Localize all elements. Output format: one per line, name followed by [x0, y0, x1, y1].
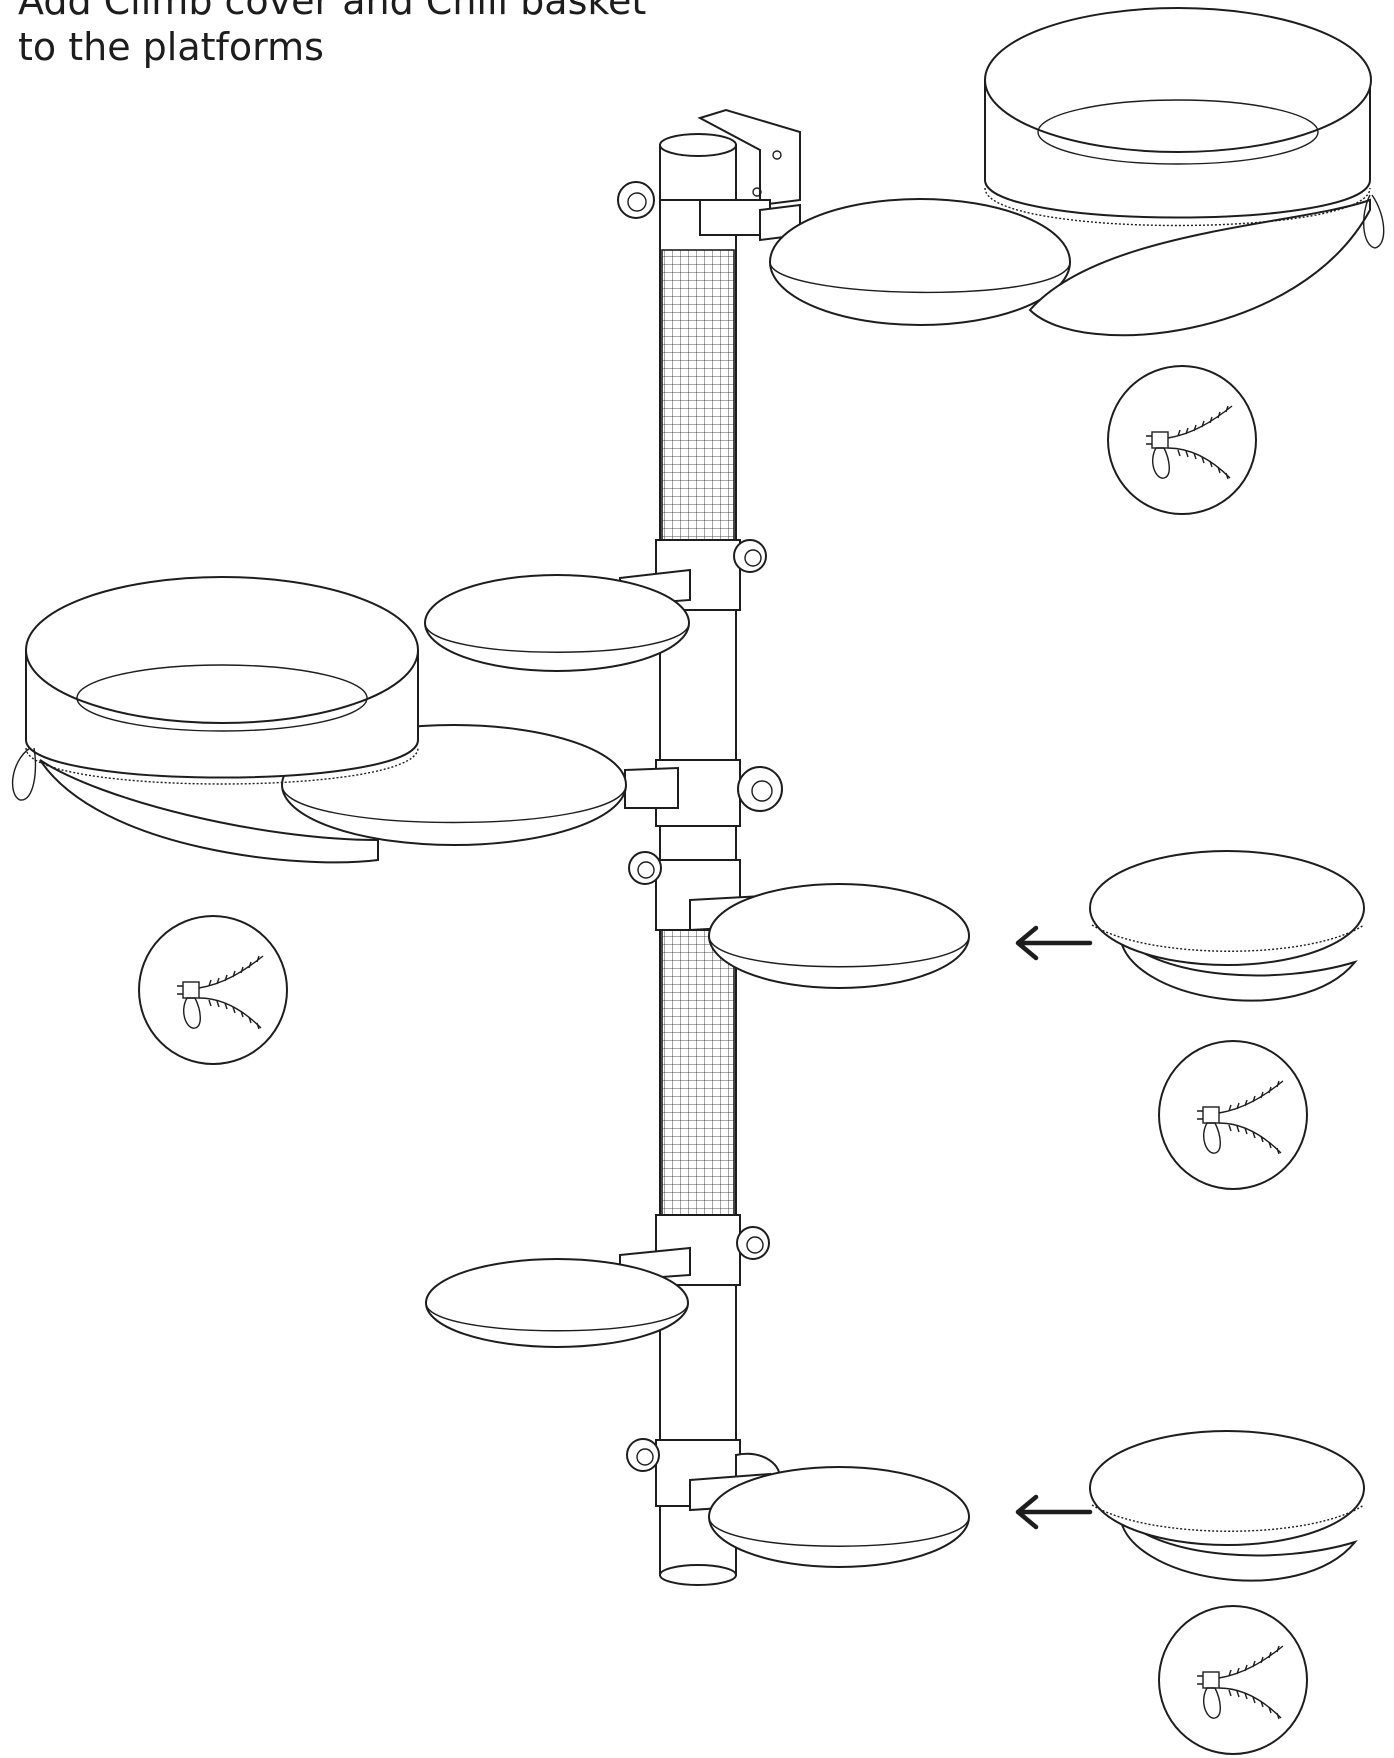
platforms — [281, 198, 1071, 1568]
sisal-cover-lower — [661, 929, 735, 1216]
chill-basket-top-right — [984, 7, 1385, 337]
zipper-detail-icon — [1158, 1040, 1308, 1190]
sisal-cover-upper — [661, 249, 735, 541]
climb-cover-middle — [1089, 850, 1365, 1002]
climb-cover-bottom — [1089, 1430, 1365, 1582]
chill-basket-left — [11, 576, 419, 864]
arrow-left-icon — [1015, 925, 1093, 961]
zipper-detail-icon — [1107, 365, 1257, 515]
heading-line-2: to the platforms — [18, 25, 324, 69]
zipper-detail-icon — [138, 915, 288, 1065]
heading-line-1: Add Climb cover and Chill basket — [18, 0, 647, 23]
arrow-left-icon — [1015, 1494, 1093, 1530]
instruction-heading: Add Climb cover and Chill basket to the … — [18, 0, 658, 70]
zipper-detail-icon — [1158, 1605, 1308, 1755]
